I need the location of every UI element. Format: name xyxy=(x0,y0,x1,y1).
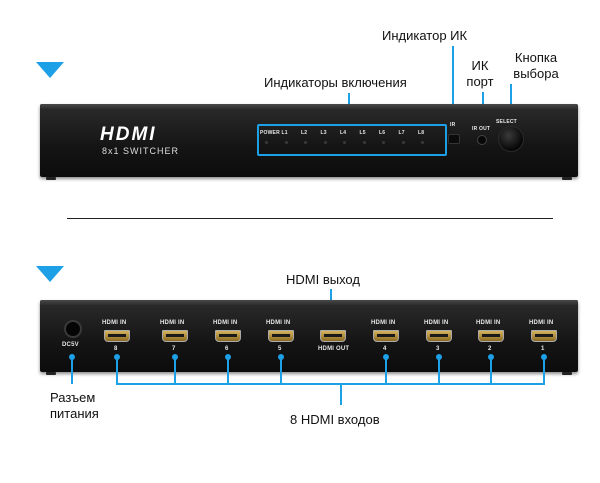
back-foot-left xyxy=(46,372,56,375)
callout-input-1 xyxy=(116,358,118,384)
led-l1 xyxy=(284,141,288,144)
led-label-l6: L6 xyxy=(379,130,386,136)
ir-out-label: IR OUT xyxy=(472,126,491,132)
hdmi-in-port-3[interactable] xyxy=(426,330,452,342)
led-label-power: POWER xyxy=(260,130,280,136)
led-label-l7: L7 xyxy=(398,130,405,136)
label-hdmi-output: HDMI выход xyxy=(286,272,360,287)
led-label-l5: L5 xyxy=(359,130,366,136)
label-ir-port: ИК порт xyxy=(466,58,494,89)
port-label-top-2: HDMI IN xyxy=(213,320,238,326)
led-label-l8: L8 xyxy=(418,130,425,136)
port-number-1: 1 xyxy=(541,346,545,352)
hdmi-logo: HDMI xyxy=(100,124,157,145)
label-hdmi-inputs: 8 HDMI входов xyxy=(290,412,380,427)
callout-ir-port xyxy=(482,92,484,110)
hdmi-in-port-5[interactable] xyxy=(268,330,294,342)
port-label-top-3: HDMI IN xyxy=(266,320,291,326)
label-power-connector: Разъем питания xyxy=(50,390,99,421)
led-power xyxy=(265,141,268,144)
port-label-top-6: HDMI IN xyxy=(424,320,449,326)
front-panel: HDMI 8x1 SWITCHER IR IR OUT SELECT POWER… xyxy=(40,104,578,177)
callout-power-indicators xyxy=(348,93,350,107)
callout-dot-dc xyxy=(69,354,75,360)
port-label-top-7: HDMI IN xyxy=(476,320,501,326)
hdmi-out-label: HDMI OUT xyxy=(318,346,350,352)
hdmi-out-port[interactable] xyxy=(320,330,346,342)
led-l6 xyxy=(382,141,385,144)
front-foot-right xyxy=(562,177,572,180)
ir-out-jack xyxy=(477,135,487,145)
back-view-marker xyxy=(36,266,64,282)
port-label-top-5: HDMI IN xyxy=(371,320,396,326)
callout-dot-4 xyxy=(278,354,284,360)
select-label: SELECT xyxy=(496,119,517,125)
led-l8 xyxy=(421,141,424,144)
ir-label: IR xyxy=(450,122,456,128)
led-l2 xyxy=(304,141,307,144)
callout-dc xyxy=(71,358,73,384)
callout-input-8 xyxy=(543,358,545,384)
callout-dot-5 xyxy=(383,354,389,360)
led-highlight-box xyxy=(257,124,447,156)
led-label-l4: L4 xyxy=(340,130,347,136)
back-foot-right xyxy=(562,372,572,375)
select-button[interactable] xyxy=(498,126,524,152)
port-number-3: 3 xyxy=(436,346,440,352)
port-number-7: 7 xyxy=(172,346,176,352)
callout-select xyxy=(510,84,512,108)
dc-label: DC5V xyxy=(62,342,79,348)
hdmi-in-port-4[interactable] xyxy=(373,330,399,342)
callout-input-6 xyxy=(438,358,440,384)
callout-input-2 xyxy=(174,358,176,384)
callout-input-4 xyxy=(280,358,282,384)
model-name: 8x1 SWITCHER xyxy=(102,146,180,156)
hdmi-in-port-2[interactable] xyxy=(478,330,504,342)
port-number-8: 8 xyxy=(114,346,118,352)
callout-hdmi-output xyxy=(330,289,332,303)
led-l4 xyxy=(343,141,346,144)
section-divider xyxy=(67,218,553,219)
port-label-top-1: HDMI IN xyxy=(160,320,185,326)
callout-input-3 xyxy=(227,358,229,384)
hdmi-in-port-7[interactable] xyxy=(162,330,188,342)
hdmi-in-port-8[interactable] xyxy=(104,330,130,342)
callout-input-5 xyxy=(385,358,387,384)
callout-dot-6 xyxy=(436,354,442,360)
callout-dot-8 xyxy=(541,354,547,360)
led-l5 xyxy=(362,141,366,144)
label-select-button: Кнопка выбора xyxy=(513,50,559,81)
label-ir-indicator: Индикатор ИК xyxy=(382,28,468,43)
port-number-2: 2 xyxy=(488,346,492,352)
callout-dot-2 xyxy=(172,354,178,360)
port-number-4: 4 xyxy=(383,346,387,352)
led-l7 xyxy=(401,141,405,144)
front-view-marker xyxy=(36,62,64,78)
hdmi-in-port-1[interactable] xyxy=(531,330,557,342)
dc-power-jack xyxy=(64,320,82,338)
label-power-indicators: Индикаторы включения xyxy=(264,75,407,90)
hdmi-in-port-6[interactable] xyxy=(215,330,241,342)
led-label-l3: L3 xyxy=(320,130,327,136)
callout-input-7 xyxy=(490,358,492,384)
port-label-top-0: HDMI IN xyxy=(102,320,127,326)
led-label-l2: L2 xyxy=(301,130,308,136)
ir-indicator-window xyxy=(448,134,460,144)
callout-ir-indicator xyxy=(452,46,454,110)
callout-input-stem xyxy=(340,383,342,405)
callout-input-bracket xyxy=(116,383,545,385)
led-label-l1: L1 xyxy=(281,130,288,136)
front-foot-left xyxy=(46,177,56,180)
callout-dot-1 xyxy=(114,354,120,360)
callout-dot-7 xyxy=(488,354,494,360)
back-panel: DC5V HDMI IN 8 HDMI IN 7 HDMI IN 6 HDMI IN 5 HDM… xyxy=(40,300,578,372)
callout-dot-3 xyxy=(225,354,231,360)
port-label-top-8: HDMI IN xyxy=(529,320,554,326)
port-number-5: 5 xyxy=(278,346,282,352)
led-l3 xyxy=(323,141,327,144)
port-number-6: 6 xyxy=(225,346,229,352)
